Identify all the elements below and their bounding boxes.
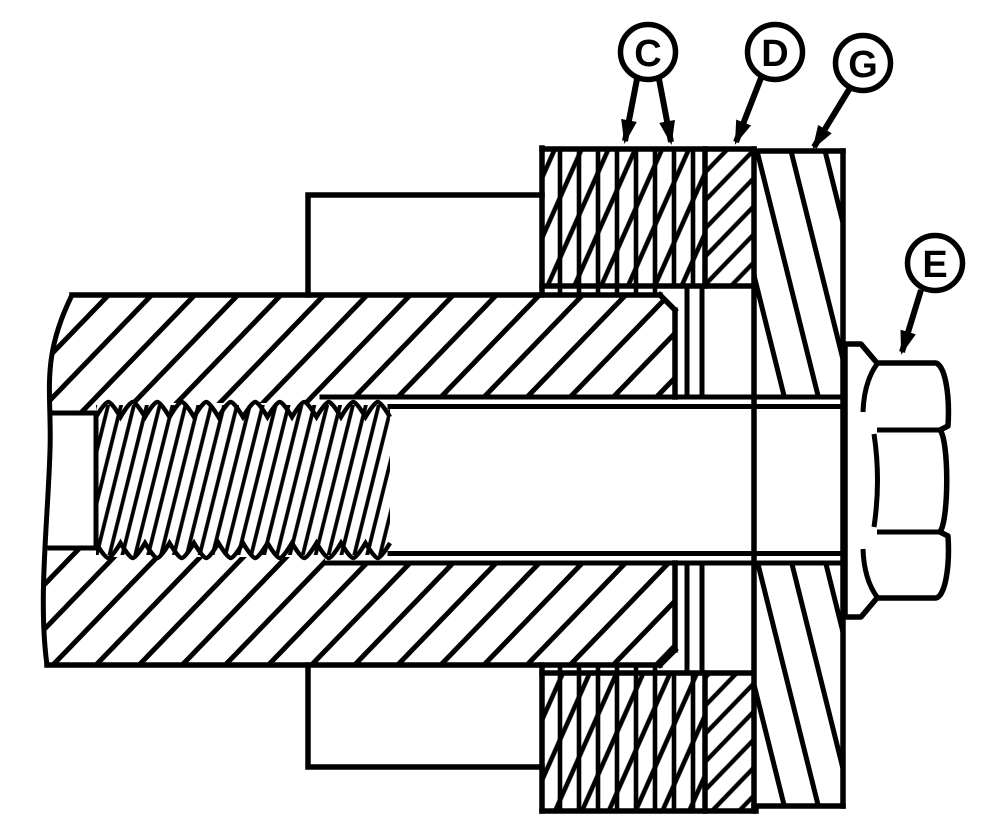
shaft-body-lower-section — [42, 548, 675, 665]
retainer-plate-lower — [705, 673, 754, 811]
callout-d-label: D — [761, 33, 788, 75]
callout-c: C — [617, 21, 679, 83]
callout-g-label: G — [848, 44, 878, 86]
arrow-c-right — [656, 78, 675, 145]
bolt-head — [842, 341, 952, 620]
callout-c-circle — [617, 21, 679, 83]
callout-e: E — [904, 232, 966, 294]
thread-engagement-region — [96, 405, 390, 555]
callout-c-label: C — [634, 33, 661, 75]
bolt-head-outline — [842, 341, 952, 620]
flange-block-upper — [754, 151, 843, 397]
washer-stack-dividers — [557, 149, 696, 811]
arrow-c-left — [621, 78, 640, 144]
arrow-e — [899, 289, 924, 355]
retainer-plate-upper — [705, 149, 754, 286]
lower-drum-outline — [305, 662, 545, 770]
arrow-d — [733, 76, 764, 145]
callout-g-circle — [832, 32, 894, 94]
shaft-body-upper-section — [47, 295, 675, 413]
callout-d: D — [744, 21, 806, 83]
upper-drum-outline — [305, 192, 545, 298]
break-line — [40, 293, 75, 666]
callout-d-circle — [744, 21, 806, 83]
washer-stack-upper — [542, 149, 705, 286]
callout-e-circle — [904, 232, 966, 294]
bolt-head-facets — [860, 362, 940, 599]
callout-e-label: E — [922, 244, 947, 286]
callout-arrows — [621, 76, 924, 355]
flange-block-lower — [754, 563, 843, 806]
arrow-g — [811, 86, 853, 150]
thread-crest-lines — [94, 399, 392, 561]
washer-stack-lower — [542, 673, 705, 811]
callout-g: G — [832, 32, 894, 94]
bolt-shank — [390, 406, 845, 554]
